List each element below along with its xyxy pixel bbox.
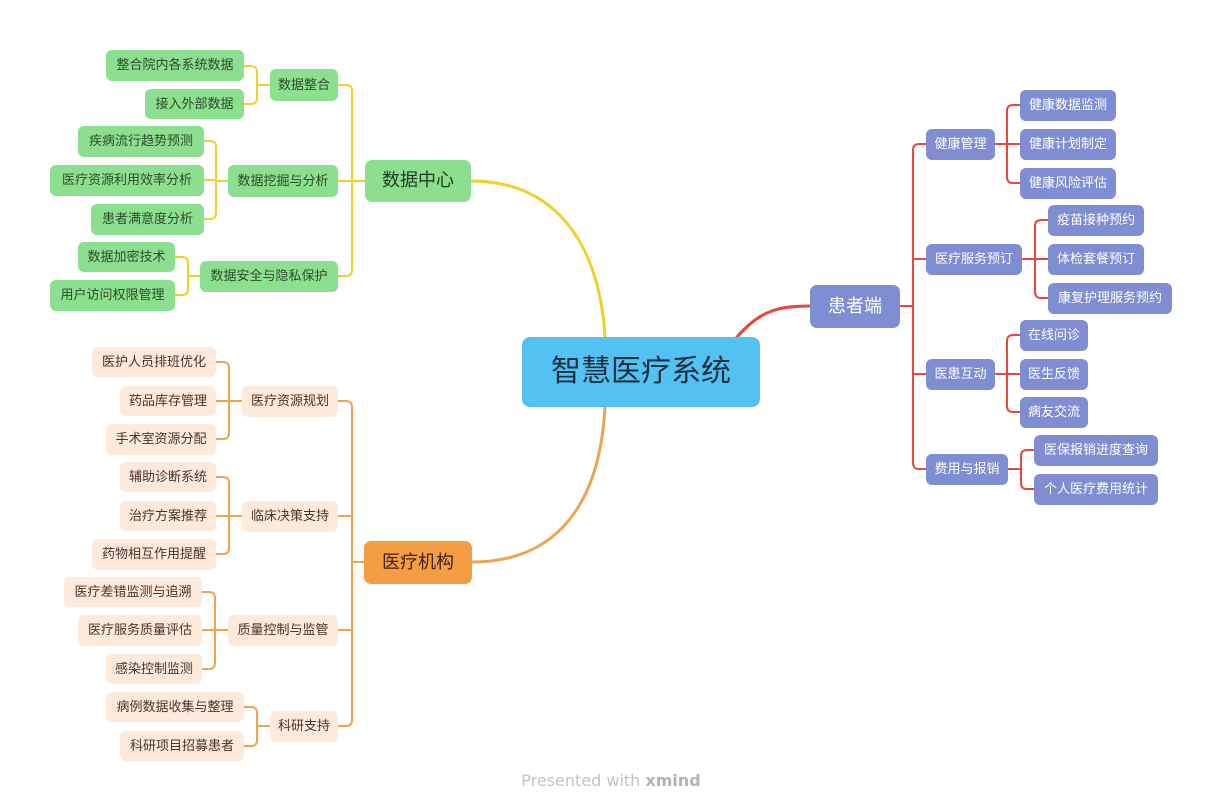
line-patient-subtopics-link-0: [912, 143, 927, 151]
line-cost-reimbursement-link-0: [1020, 449, 1035, 457]
line-data-security-link-1: [174, 288, 189, 296]
leaf-assisted-diagnosis[interactable]: 辅助诊断系统: [120, 462, 216, 492]
line-resource-planning-link-0: [215, 361, 230, 369]
line-quality-control-link-0: [201, 591, 216, 599]
line-central-patient: [735, 304, 812, 339]
xmind-logo-text: xmind: [645, 771, 701, 790]
line-patient-subtopics-link-3: [912, 462, 927, 470]
line-clinical-support-link-2: [215, 547, 230, 555]
leaf-vaccine-booking[interactable]: 疫苗接种预约: [1048, 205, 1144, 236]
subtopic-quality-control[interactable]: 质量控制与监管: [228, 615, 338, 646]
leaf-data-encryption[interactable]: 数据加密技术: [78, 242, 175, 272]
line-data-center-subtopics-link-0: [337, 84, 353, 92]
leaf-treatment-recommendation[interactable]: 治疗方案推荐: [120, 501, 216, 531]
subtopic-data-mining[interactable]: 数据挖掘与分析: [228, 165, 338, 197]
branch-medical-institution[interactable]: 医疗机构: [364, 541, 472, 584]
line-data-integration-link-1: [243, 97, 258, 105]
line-data-security-link-0: [174, 256, 189, 264]
line-central-data-center: [469, 179, 607, 339]
line-research-support-link-0: [243, 706, 258, 714]
line-interaction-link-0: [1006, 334, 1021, 342]
leaf-health-data-monitoring[interactable]: 健康数据监测: [1020, 90, 1116, 121]
leaf-health-risk-assessment[interactable]: 健康风险评估: [1020, 168, 1116, 199]
line-service-booking-link-2: [1034, 291, 1049, 299]
line-service-booking-link-0: [1034, 219, 1049, 227]
subtopic-research-support[interactable]: 科研支持: [270, 711, 338, 742]
leaf-integrate-hospital-systems[interactable]: 整合院内各系统数据: [106, 50, 244, 81]
line-resource-planning-link-2: [215, 432, 230, 440]
leaf-research-patient-recruitment[interactable]: 科研项目招募患者: [120, 731, 244, 761]
leaf-patient-satisfaction-analysis[interactable]: 患者满意度分析: [91, 204, 204, 235]
line-data-mining-link-0: [203, 140, 217, 148]
subtopic-data-integration[interactable]: 数据整合: [270, 69, 338, 101]
leaf-insurance-progress-query[interactable]: 医保报销进度查询: [1034, 435, 1158, 466]
leaf-patient-community[interactable]: 病友交流: [1020, 397, 1088, 428]
line-institution-subtopics-link-0: [337, 400, 353, 408]
subtopic-health-management[interactable]: 健康管理: [926, 129, 995, 160]
subtopic-doctor-patient-interaction[interactable]: 医患互动: [926, 359, 995, 390]
leaf-disease-trend-forecast[interactable]: 疾病流行趋势预测: [78, 126, 204, 157]
footer-prefix: Presented with: [521, 771, 646, 790]
leaf-rehab-care-booking[interactable]: 康复护理服务预约: [1048, 283, 1172, 314]
line-quality-control-link-2: [201, 662, 216, 670]
line-interaction-link-2: [1006, 405, 1021, 413]
line-research-support-link-1: [243, 739, 258, 747]
leaf-user-access-permissions[interactable]: 用户访问权限管理: [50, 280, 175, 311]
leaf-case-data-collection[interactable]: 病例数据收集与整理: [106, 692, 244, 722]
line-health-management-link-0: [1006, 104, 1021, 112]
leaf-external-data-access[interactable]: 接入外部数据: [145, 89, 244, 119]
line-data-center-subtopics-link-2: [337, 269, 353, 277]
branch-patient[interactable]: 患者端: [810, 285, 900, 328]
subtopic-resource-planning[interactable]: 医疗资源规划: [242, 386, 338, 417]
line-institution-subtopics-link-3: [337, 719, 353, 727]
central-topic[interactable]: 智慧医疗系统: [522, 337, 760, 407]
footer-branding: Presented with xmind: [0, 771, 1222, 790]
leaf-doctor-feedback[interactable]: 医生反馈: [1020, 359, 1088, 390]
line-data-integration-link-0: [243, 65, 258, 73]
leaf-infection-monitoring[interactable]: 感染控制监测: [106, 654, 202, 684]
line-central-institution: [470, 405, 607, 564]
subtopic-service-booking[interactable]: 医疗服务预订: [926, 244, 1022, 275]
leaf-checkup-booking[interactable]: 体检套餐预订: [1048, 244, 1144, 275]
subtopic-data-security[interactable]: 数据安全与隐私保护: [200, 261, 338, 292]
leaf-staff-scheduling[interactable]: 医护人员排班优化: [92, 347, 216, 377]
leaf-error-tracking[interactable]: 医疗差错监测与追溯: [64, 577, 202, 607]
leaf-health-plan[interactable]: 健康计划制定: [1020, 129, 1116, 160]
line-cost-reimbursement-link-1: [1020, 482, 1035, 490]
leaf-resource-efficiency-analysis[interactable]: 医疗资源利用效率分析: [50, 165, 204, 196]
branch-data-center[interactable]: 数据中心: [365, 160, 471, 202]
leaf-drug-inventory[interactable]: 药品库存管理: [120, 386, 216, 416]
leaf-operating-room-allocation[interactable]: 手术室资源分配: [106, 424, 216, 455]
leaf-personal-cost-statistics[interactable]: 个人医疗费用统计: [1034, 474, 1158, 505]
line-health-management-link-2: [1006, 176, 1021, 184]
line-clinical-support-link-0: [215, 476, 230, 484]
leaf-online-consultation[interactable]: 在线问诊: [1020, 320, 1088, 351]
subtopic-cost-reimbursement[interactable]: 费用与报销: [926, 454, 1008, 485]
line-data-mining-link-2: [203, 212, 217, 220]
leaf-service-quality-assessment[interactable]: 医疗服务质量评估: [78, 615, 202, 646]
leaf-drug-interaction-alert[interactable]: 药物相互作用提醒: [92, 539, 216, 570]
subtopic-clinical-decision-support[interactable]: 临床决策支持: [242, 501, 338, 532]
